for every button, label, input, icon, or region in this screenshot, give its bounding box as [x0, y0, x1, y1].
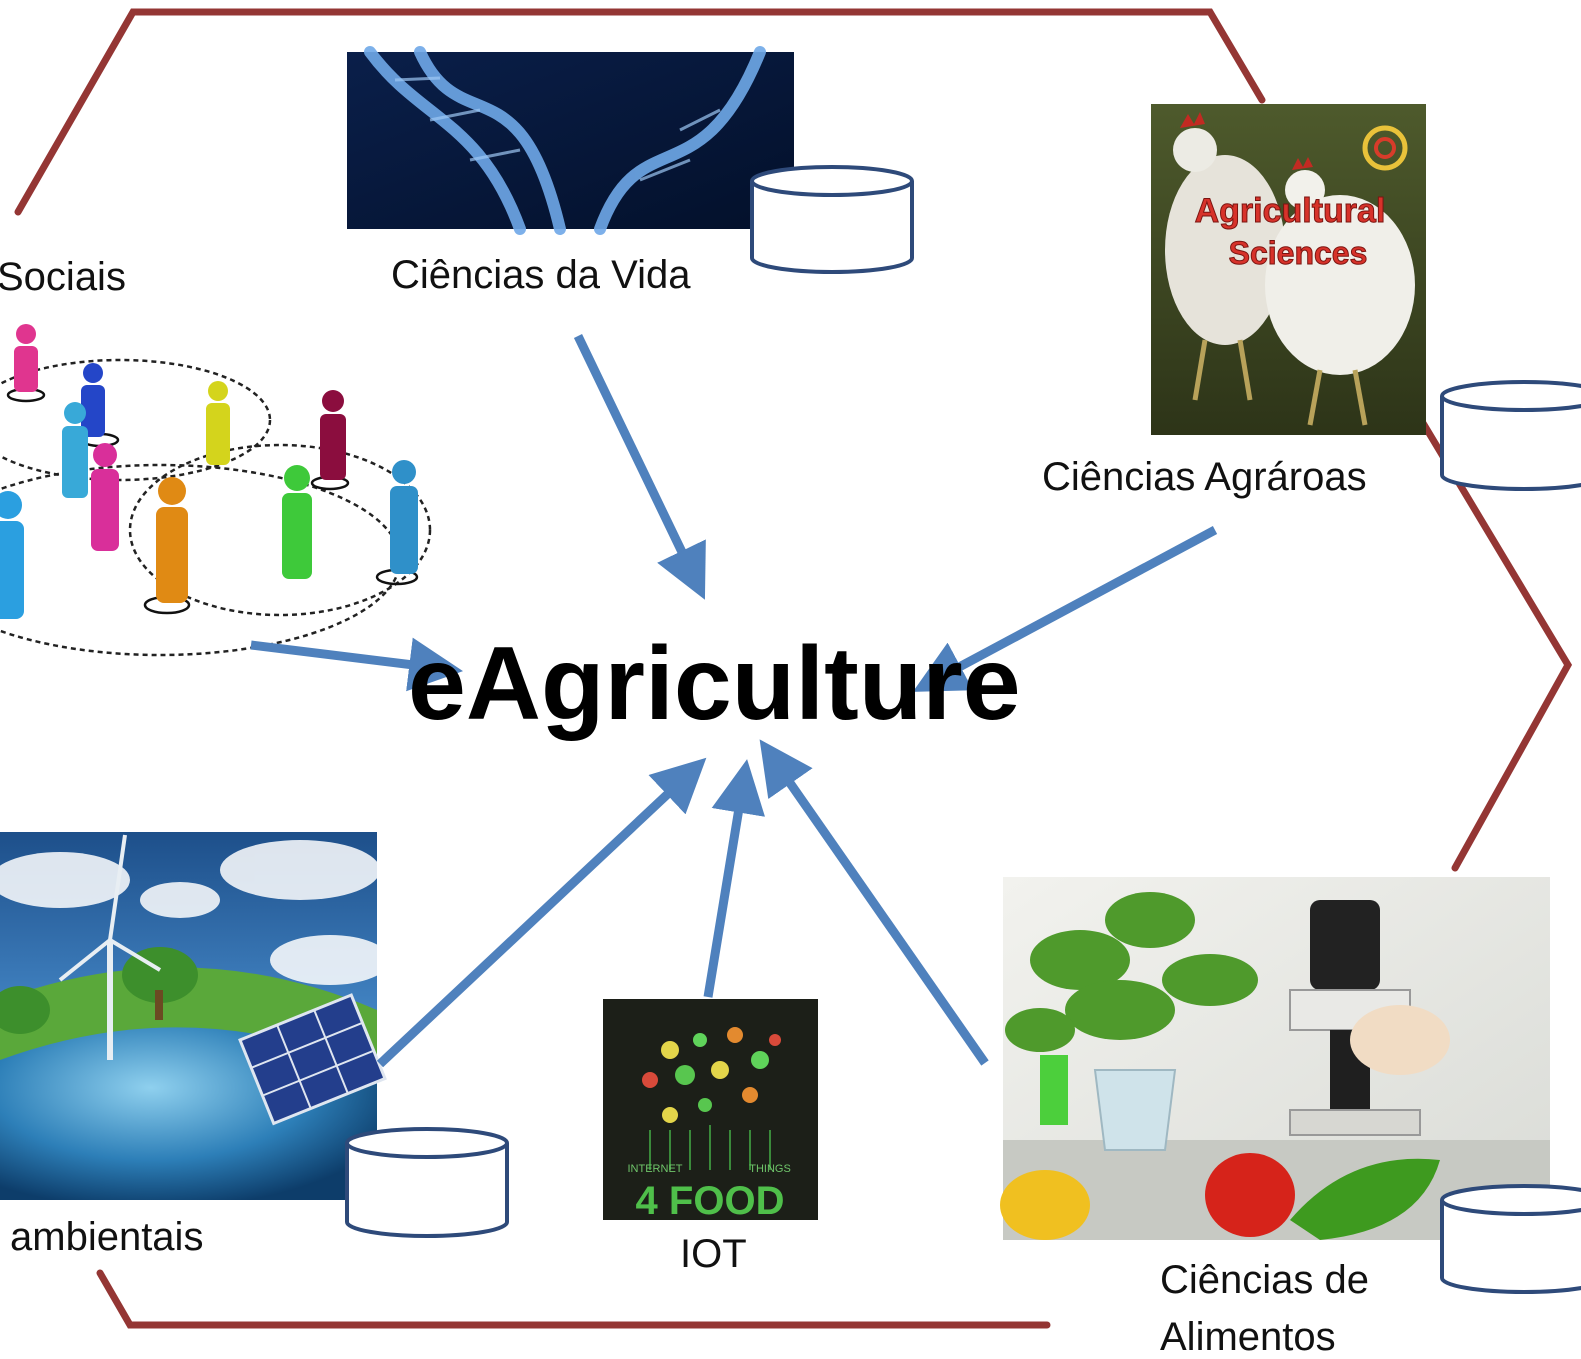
hexagon-border — [14, 8, 1573, 1329]
eagriculture-title: eAgriculture — [408, 626, 1021, 742]
dna-helix-image — [347, 46, 794, 235]
database-cylinder-icon — [1440, 1184, 1581, 1294]
iot-image-text-things: THINGS — [749, 1163, 791, 1175]
arrow-from-ciencias-da-vida — [573, 334, 706, 600]
ciencias-da-vida-label: Ciências da Vida — [391, 253, 691, 297]
arrow-from-ciencias-de-alimentos — [759, 739, 989, 1066]
ciencias-sociais-label: Sociais — [0, 255, 126, 299]
database-cylinder-icon — [750, 165, 914, 274]
iot-label: IOT — [680, 1232, 747, 1276]
arrow-from-ciencias-agrarias — [912, 526, 1218, 692]
ciencias-de-alimentos-label: Ciências de — [1160, 1258, 1370, 1302]
iot-image-text-food: 4 FOOD — [636, 1179, 785, 1223]
earth-wind-solar-image — [0, 832, 390, 1200]
agricultural-sciences-chickens-image: Agricultural Sciences — [1151, 104, 1426, 435]
food-lab-microscope-image — [1000, 877, 1550, 1240]
database-cylinder-icon — [1440, 380, 1581, 491]
agricultural-sciences-cover-title: Agricultural — [1195, 192, 1386, 230]
ciencias-de-alimentos-label-line2: Alimentos — [1160, 1315, 1336, 1359]
ciencias-agrarias-label: Ciências Agrároas — [1042, 455, 1367, 499]
arrow-from-ciencias-ambientais — [376, 757, 707, 1068]
social-network-people-image — [0, 324, 432, 657]
iot-image-text-internet: INTERNET — [628, 1163, 683, 1175]
arrow-icon — [250, 334, 1218, 1068]
database-cylinder-icon — [345, 1127, 509, 1238]
arrow-from-ciencias-sociais — [250, 637, 464, 692]
arrow-from-iot — [703, 759, 765, 998]
ciencias-ambientais-label: ambientais — [10, 1215, 204, 1259]
internet-of-things-food-image: INTERNET THINGS 4 FOOD — [603, 999, 818, 1223]
agricultural-sciences-cover-subtitle: Sciences — [1229, 235, 1368, 271]
